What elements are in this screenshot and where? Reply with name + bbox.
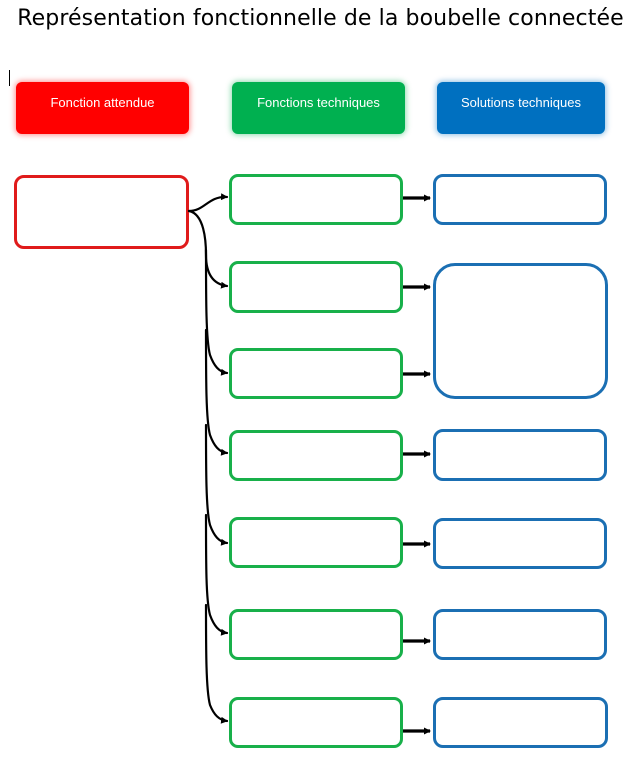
branch-arrow-1 xyxy=(187,193,229,213)
technical-solution-box-6[interactable] xyxy=(433,697,608,748)
header-technical-solutions: Solutions techniques xyxy=(437,82,605,134)
technical-solution-box-4[interactable] xyxy=(433,518,607,569)
branch-arrow-6 xyxy=(204,513,229,636)
header-expected-function: Fonction attendue xyxy=(16,82,189,134)
branch-arrow-4 xyxy=(204,328,229,456)
diagram-title: Représentation fonctionnelle de la boube… xyxy=(17,6,624,31)
branch-arrow-2 xyxy=(187,209,229,289)
technical-function-box-7[interactable] xyxy=(229,697,403,748)
technical-function-box-4[interactable] xyxy=(229,430,403,481)
technical-solution-box-1[interactable] xyxy=(433,174,607,225)
technical-solution-box-3[interactable] xyxy=(433,429,607,481)
technical-function-box-3[interactable] xyxy=(229,348,403,399)
technical-function-box-2[interactable] xyxy=(229,261,403,313)
text-cursor xyxy=(9,70,10,86)
technical-solution-box-2[interactable] xyxy=(433,263,608,399)
technical-function-box-5[interactable] xyxy=(229,517,403,568)
branch-arrow-7 xyxy=(204,603,229,724)
technical-function-box-1[interactable] xyxy=(229,174,403,225)
header-technical-functions: Fonctions techniques xyxy=(232,82,405,134)
technical-function-box-6[interactable] xyxy=(229,609,403,660)
branch-arrow-5 xyxy=(204,423,229,546)
technical-solution-box-5[interactable] xyxy=(433,609,607,660)
expected-function-box[interactable] xyxy=(14,175,189,249)
branch-arrow-3 xyxy=(204,248,229,376)
